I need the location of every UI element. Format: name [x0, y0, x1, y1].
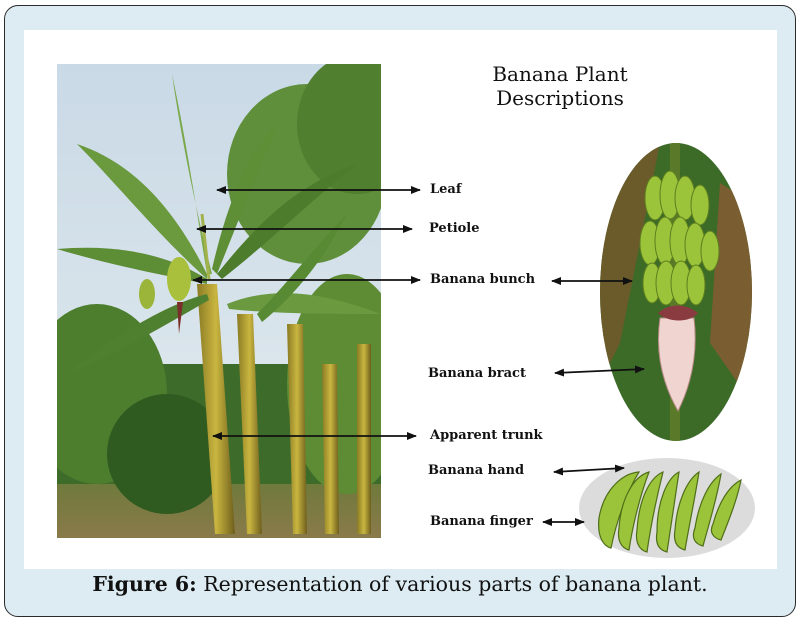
figure-title-line1: Banana Plant: [470, 62, 650, 86]
figure-caption: Figure 6: Representation of various part…: [4, 572, 796, 596]
banana-bunch-illustration: [600, 143, 752, 441]
banana-hand-illustration: [579, 458, 756, 558]
label-apparent-trunk: Apparent trunk: [430, 428, 543, 444]
label-banana-bunch: Banana bunch: [430, 272, 535, 288]
caption-label: Figure 6:: [92, 572, 196, 596]
banana-plant-photo: [57, 64, 381, 538]
banana-bunch-photo: [600, 143, 752, 441]
figure-title: Banana Plant Descriptions: [470, 62, 650, 110]
label-banana-bract: Banana bract: [428, 366, 526, 382]
banana-plant-illustration: [57, 64, 381, 538]
label-banana-finger: Banana finger: [430, 514, 533, 530]
caption-text: Representation of various parts of banan…: [197, 572, 708, 596]
label-banana-hand: Banana hand: [428, 463, 524, 479]
label-leaf: Leaf: [430, 182, 461, 198]
figure-title-line2: Descriptions: [470, 86, 650, 110]
banana-hand-photo: [579, 458, 756, 558]
label-petiole: Petiole: [429, 221, 480, 237]
